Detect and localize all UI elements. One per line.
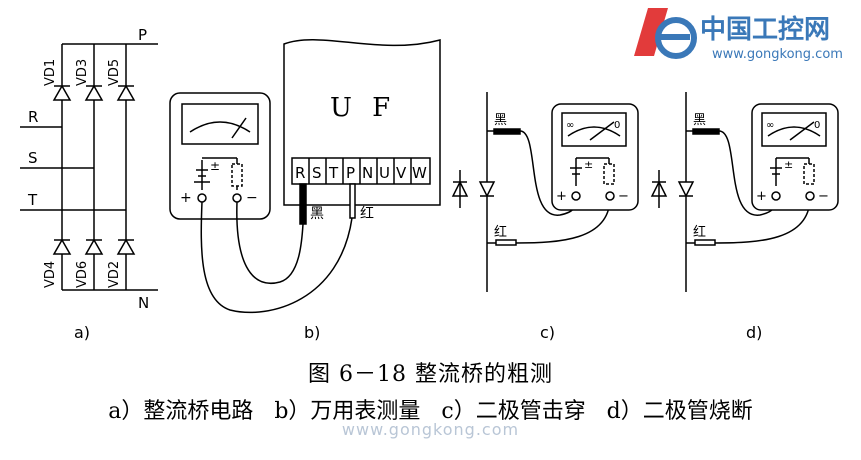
terminal-r: R xyxy=(295,164,305,182)
red-probe-b xyxy=(349,183,356,219)
logo-text-cn: 中国工控网 xyxy=(700,15,830,45)
diagram-d xyxy=(650,92,839,292)
diagram-a xyxy=(20,43,158,291)
upper-diode-row xyxy=(52,84,136,101)
label-vd6: VD6 xyxy=(75,261,90,288)
meter-c-battery-sign: ± xyxy=(584,158,593,171)
terminal-t: T xyxy=(328,164,339,182)
logo-text-en: www.gongkong.com xyxy=(712,47,843,62)
label-r: R xyxy=(28,108,38,126)
caption-c: c) xyxy=(540,323,555,342)
figure-subtitle: a）整流桥电路 b）万用表测量 c）二极管击穿 d）二极管烧断 xyxy=(108,399,753,424)
label-vd5: VD5 xyxy=(107,59,122,86)
terminal-p: P xyxy=(346,164,355,182)
meter-d-plus: + xyxy=(756,189,767,204)
caption-a: a) xyxy=(74,323,90,342)
terminal-v: V xyxy=(396,164,407,182)
terminal-w: W xyxy=(412,164,427,182)
label-vd1: VD1 xyxy=(43,59,58,86)
meter-c-zero: 0 xyxy=(614,120,620,131)
terminal-s: S xyxy=(312,164,322,182)
label-vd2: VD2 xyxy=(107,261,122,288)
figure-title: 图 6－18 整流桥的粗测 xyxy=(308,362,553,387)
meter-c-plus: + xyxy=(556,189,567,204)
label-t: T xyxy=(27,191,38,209)
label-p: P xyxy=(138,26,147,44)
diagram-c xyxy=(451,92,639,292)
meter-d-battery-sign: ± xyxy=(784,158,793,171)
black-label-d: 黑 xyxy=(693,113,706,128)
meter-b-plus: + xyxy=(180,190,192,206)
diagram-b xyxy=(169,38,441,314)
meter-b-minus: − xyxy=(246,190,258,206)
meter-d-zero: 0 xyxy=(814,120,820,131)
label-n: N xyxy=(138,294,149,312)
caption-d: d) xyxy=(746,323,762,342)
red-label-d: 红 xyxy=(693,224,706,240)
terminal-labels: R S T P N U V W xyxy=(295,164,427,182)
ie-logo-icon xyxy=(634,8,697,59)
black-probe-b xyxy=(299,183,307,225)
logo: 中国工控网 www.gongkong.com xyxy=(634,8,843,62)
watermark: www.gongkong.com xyxy=(341,420,520,439)
meter-c-minus: − xyxy=(618,189,629,204)
meter-b-battery-sign: ± xyxy=(210,159,220,173)
terminal-u: U xyxy=(379,164,390,182)
uf-label: U F xyxy=(330,93,396,123)
terminal-n: N xyxy=(362,164,373,182)
meter-d-infinity: ∞ xyxy=(766,120,774,131)
lower-diode-row xyxy=(52,238,136,255)
black-label-b: 黑 xyxy=(310,206,324,222)
caption-b: b) xyxy=(304,323,320,342)
red-label-c: 红 xyxy=(494,224,507,240)
red-label-b: 红 xyxy=(360,206,374,222)
meter-d-minus: − xyxy=(818,189,829,204)
meter-c-infinity: ∞ xyxy=(566,120,574,131)
label-vd3: VD3 xyxy=(75,59,90,86)
label-s: S xyxy=(28,149,38,167)
label-vd4: VD4 xyxy=(43,261,58,288)
black-label-c: 黑 xyxy=(494,113,507,128)
